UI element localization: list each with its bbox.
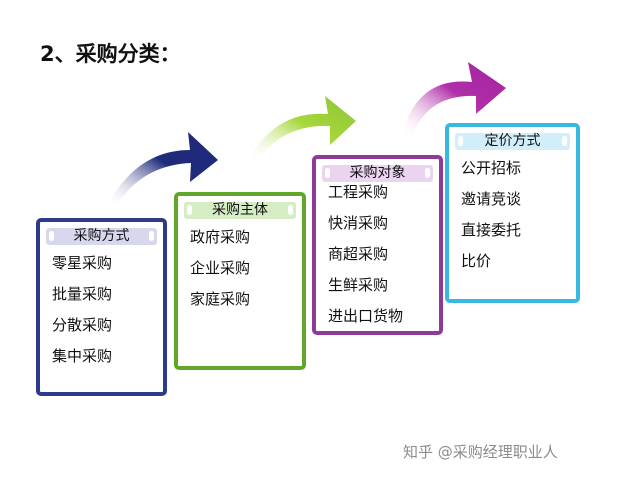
card-purchase-subject: 采购主体 政府采购 企业采购 家庭采购 [174,192,306,370]
card-header: 采购主体 [184,202,296,219]
card-header: 采购对象 [322,165,433,182]
list-item: 零星采购 [52,254,113,272]
card-items: 零星采购 批量采购 分散采购 集中采购 [52,252,157,376]
header-pin-right [425,168,430,178]
arrow-1 [108,132,218,206]
page-title: 2、采购分类： [40,42,181,66]
list-item: 企业采购 [190,259,251,277]
card-header: 定价方式 [455,133,570,150]
card-header-label: 采购对象 [349,165,406,181]
list-item: 政府采购 [190,228,251,246]
header-pin-right [288,205,293,215]
list-item: 批量采购 [52,285,113,303]
list-item: 商超采购 [328,245,389,263]
list-item: 快消采购 [328,214,389,232]
list-item: 集中采购 [52,347,113,365]
card-header-label: 采购主体 [212,202,268,218]
card-pricing-method: 定价方式 公开招标 邀请竞谈 直接委托 比价 [445,123,580,303]
arrow-3 [402,62,506,136]
arrow-2 [248,96,356,162]
watermark: 知乎 @采购经理职业人 [403,443,558,461]
card-purchase-object: 采购对象 工程采购 快消采购 商超采购 生鲜采购 进出口货物 [312,155,443,335]
card-purchase-method: 采购方式 零星采购 批量采购 分散采购 集中采购 [36,218,167,396]
list-item: 分散采购 [52,316,113,334]
list-item: 直接委托 [461,221,522,239]
header-pin-right [149,231,154,241]
card-items: 工程采购 快消采购 商超采购 生鲜采购 进出口货物 [328,181,433,336]
card-items: 政府采购 企业采购 家庭采购 [190,226,296,319]
header-pin-left [187,205,192,215]
header-pin-right [562,136,567,146]
header-pin-left [49,231,54,241]
header-pin-left [458,136,463,146]
card-header: 采购方式 [46,228,157,245]
list-item: 工程采购 [328,183,389,201]
list-item: 家庭采购 [190,290,251,308]
header-pin-left [325,168,330,178]
card-header-label: 采购方式 [73,228,130,244]
card-header-label: 定价方式 [484,133,541,149]
card-items: 公开招标 邀请竞谈 直接委托 比价 [461,157,570,281]
list-item: 生鲜采购 [328,276,389,294]
list-item: 进出口货物 [328,307,404,325]
list-item: 公开招标 [461,159,522,177]
list-item: 邀请竞谈 [461,190,522,208]
list-item: 比价 [461,252,492,270]
